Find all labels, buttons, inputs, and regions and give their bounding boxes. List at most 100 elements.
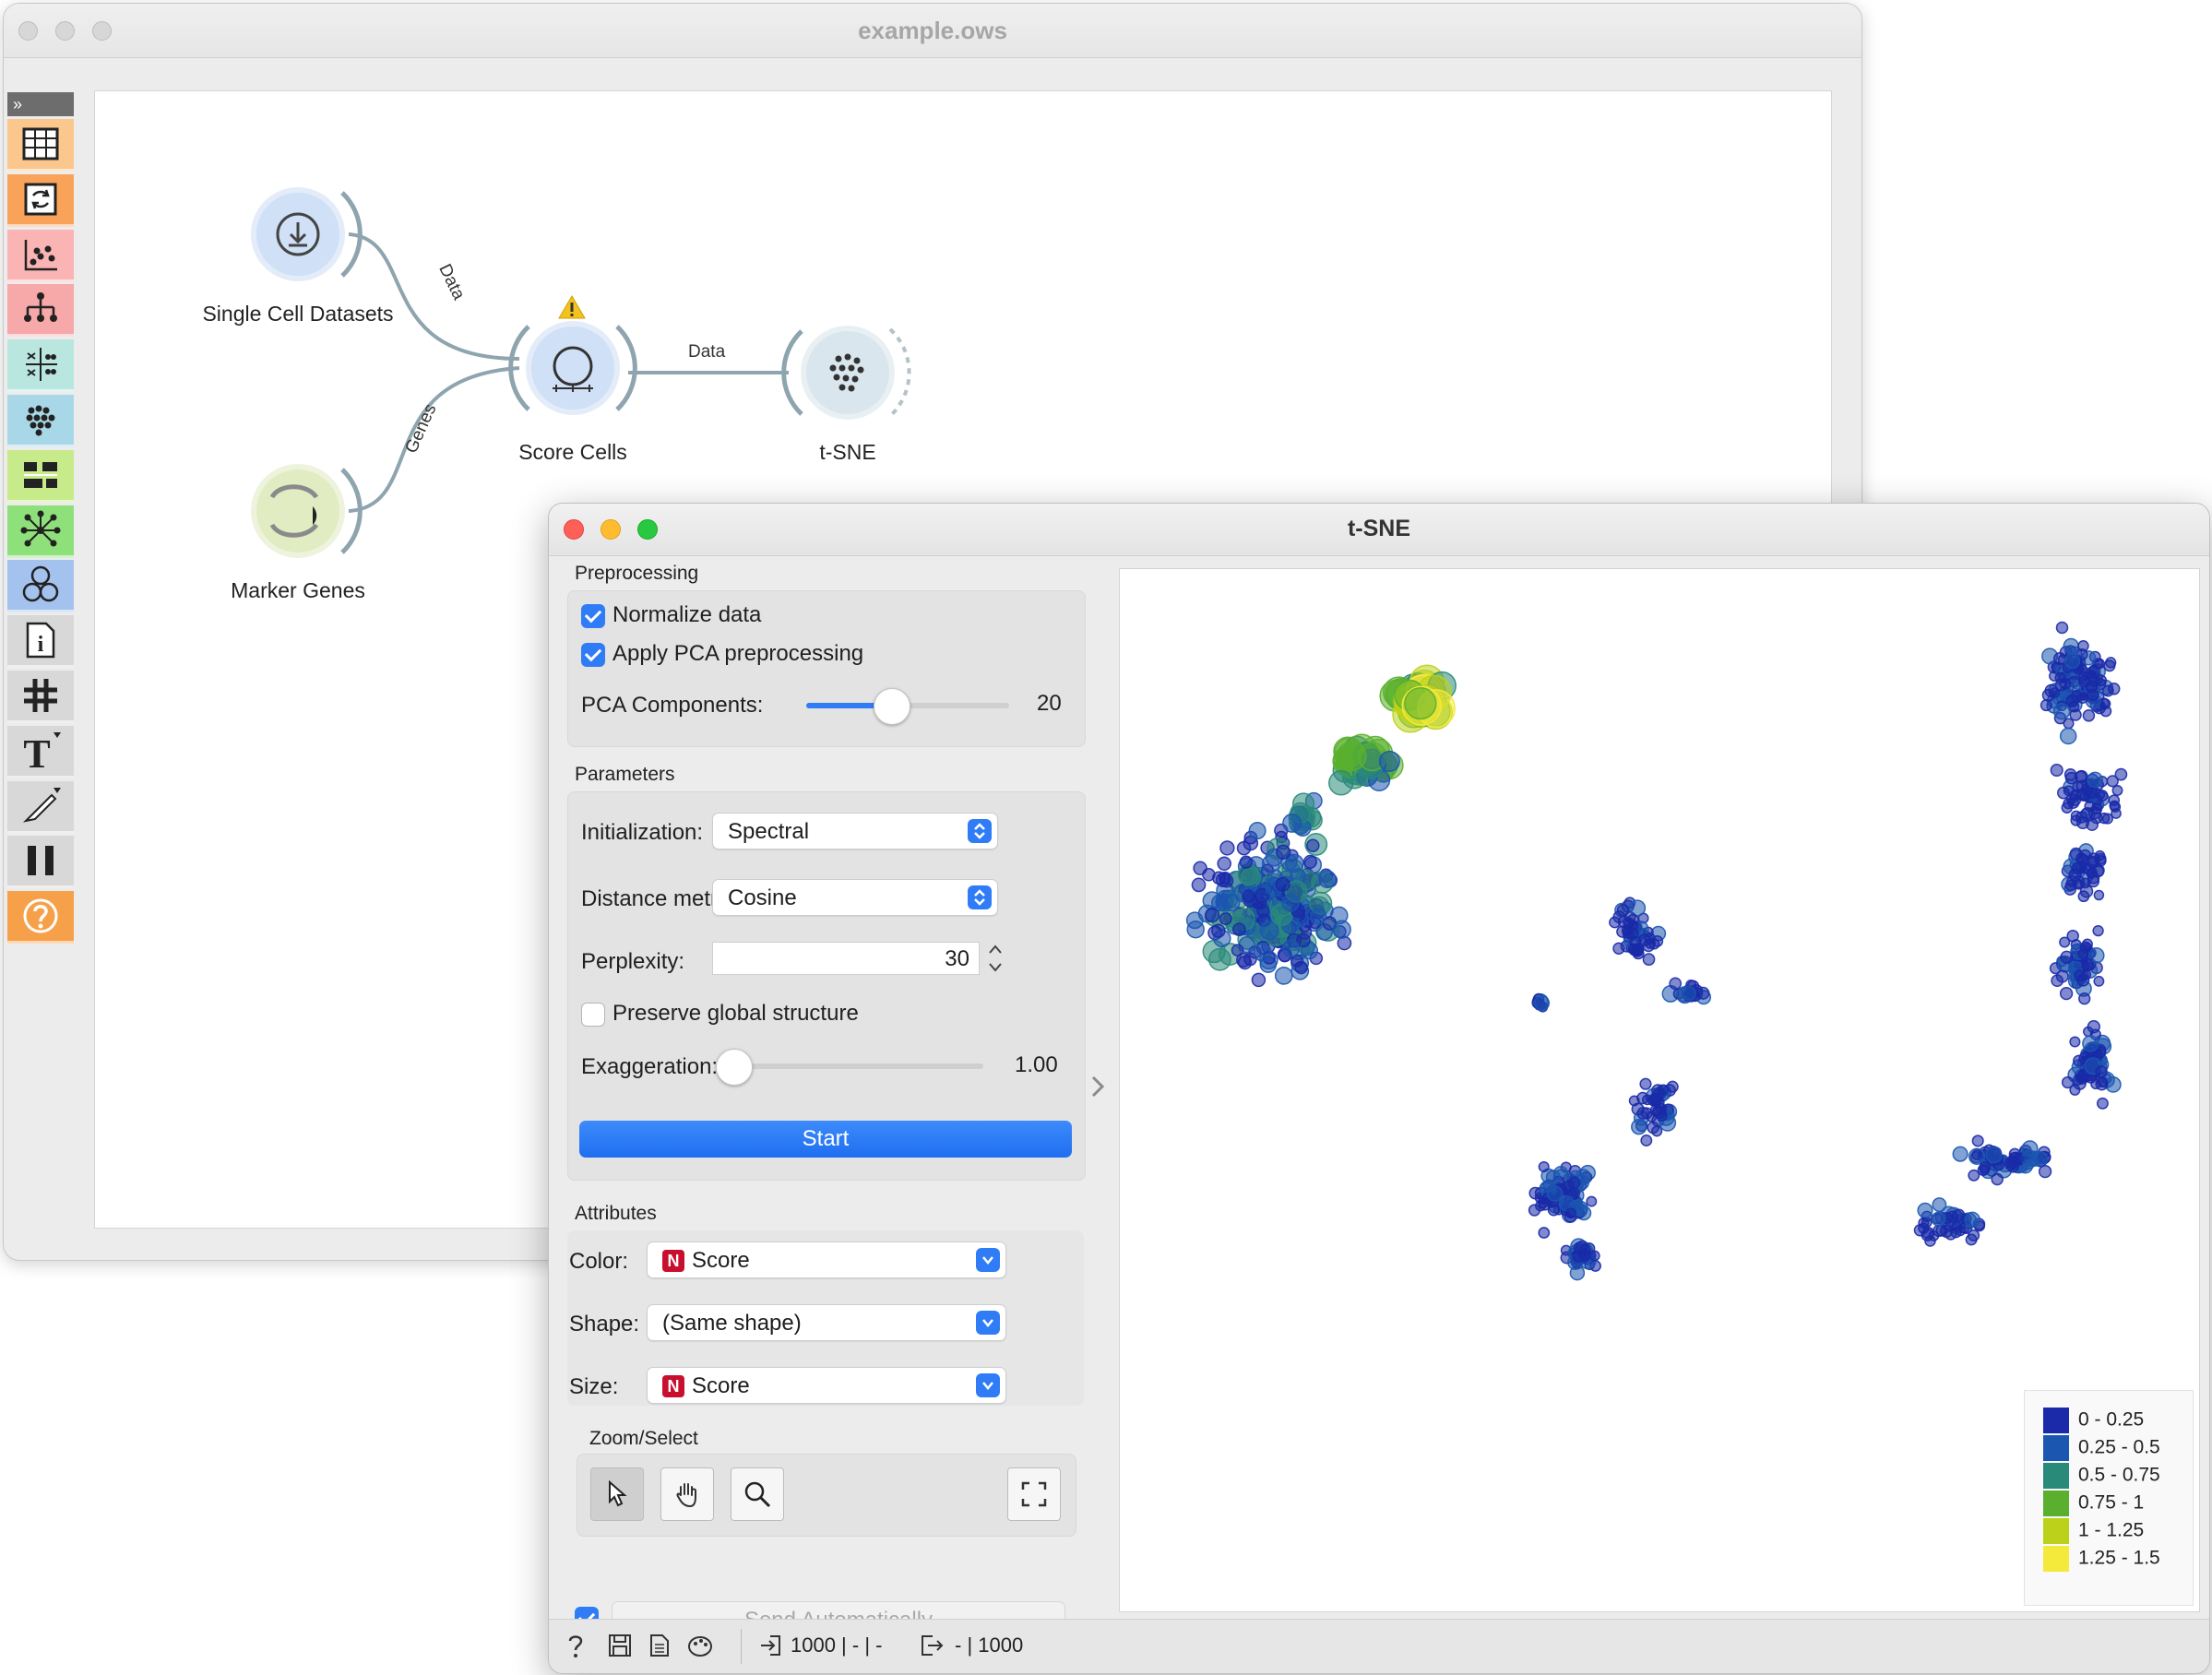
data-point [2079, 849, 2092, 861]
zoom-tool-button[interactable] [731, 1467, 784, 1521]
zoom-select-title: Zoom/Select [589, 1428, 698, 1449]
link-genes[interactable] [348, 366, 520, 513]
toolbox-text-button[interactable]: T [7, 725, 74, 778]
data-point [1639, 1077, 1652, 1090]
status-bar: 1000 | - | - - | 1000 [549, 1619, 2209, 1673]
data-point [1971, 1134, 1984, 1147]
toolbox-grid-button[interactable] [7, 671, 74, 723]
chevron-down-icon [976, 1373, 1000, 1397]
perplexity-stepper[interactable] [985, 940, 1005, 977]
data-point [1921, 1228, 1934, 1241]
collapse-panel-button[interactable] [1088, 1070, 1110, 1103]
data-point [2087, 1020, 2100, 1034]
data-point [2076, 788, 2090, 802]
toolbox-transform-button[interactable] [7, 173, 74, 227]
data-point [1281, 893, 1300, 912]
close-button[interactable] [18, 21, 38, 41]
node-single-cell-datasets[interactable] [251, 187, 363, 281]
pause-icon [28, 846, 54, 876]
minimize-button[interactable] [601, 519, 621, 540]
toolbox-unsupervised-button[interactable] [7, 395, 74, 447]
toolbox-model-button[interactable] [7, 284, 74, 338]
data-point [2060, 950, 2074, 964]
perplexity-spinbox[interactable]: 30 [712, 942, 980, 975]
exaggeration-slider[interactable] [716, 1049, 983, 1086]
data-point [1991, 1172, 2004, 1186]
data-point [1276, 844, 1291, 860]
data-point [1628, 899, 1647, 917]
data-point [1681, 985, 1696, 1001]
node-marker-genes[interactable] [251, 464, 363, 558]
node-tsne[interactable] [781, 326, 911, 420]
data-point [2088, 676, 2100, 687]
legend-swatch [2043, 1408, 2069, 1433]
apply-pca-checkbox[interactable] [581, 643, 605, 667]
node-score-cells[interactable] [508, 321, 637, 415]
data-point [2050, 763, 2063, 778]
shape-combo[interactable]: (Same shape) [647, 1304, 1006, 1341]
toolbox-single-cell-button[interactable] [7, 449, 74, 503]
data-point [1275, 876, 1290, 892]
legend-label: 0 - 0.25 [2078, 1408, 2145, 1431]
close-button[interactable] [564, 519, 584, 540]
zoom-button[interactable] [92, 21, 112, 41]
data-point [1655, 1102, 1668, 1115]
normalize-checkbox[interactable] [581, 604, 605, 628]
data-point [2067, 797, 2080, 809]
data-point [2020, 1149, 2039, 1168]
initialization-combo[interactable]: Spectral [712, 813, 998, 849]
perplexity-label: Perplexity: [581, 949, 685, 974]
data-point [1378, 750, 1400, 772]
evaluate-icon [26, 348, 57, 382]
data-point [2078, 992, 2091, 1005]
toolbox-data-table-button[interactable] [7, 119, 74, 172]
toolbox-bioinformatics-button[interactable] [7, 560, 74, 613]
svg-text:T: T [23, 731, 50, 773]
data-point [1577, 1248, 1590, 1261]
toolbox-visualize-button[interactable] [7, 229, 74, 282]
data-point [2101, 813, 2113, 825]
distance-metric-value: Cosine [728, 885, 797, 910]
pca-components-slider[interactable] [806, 688, 1009, 725]
pca-slider-knob[interactable] [873, 688, 910, 725]
data-point [2093, 889, 2105, 901]
data-point [1318, 870, 1337, 888]
exaggeration-slider-knob[interactable] [716, 1049, 753, 1086]
save-icon[interactable] [608, 1633, 632, 1657]
data-point [1282, 813, 1302, 833]
toolbox-pause-button[interactable] [7, 836, 74, 889]
link-data-1[interactable] [348, 232, 520, 361]
pan-tool-button[interactable] [660, 1467, 714, 1521]
toolbox-info-button[interactable]: i [7, 615, 74, 669]
updown-chevron-icon [968, 819, 992, 843]
toolbox-expand-button[interactable]: » [7, 92, 74, 116]
data-point [1637, 933, 1651, 947]
data-point [1259, 921, 1279, 941]
palette-icon[interactable] [687, 1633, 715, 1657]
help-icon[interactable] [565, 1633, 586, 1660]
data-point [2086, 856, 2099, 869]
reset-zoom-button[interactable] [1007, 1467, 1061, 1521]
data-point [1533, 994, 1551, 1012]
distance-metric-combo[interactable]: Cosine [712, 879, 998, 916]
toolbox-help-button[interactable] [7, 891, 74, 944]
zoom-button[interactable] [637, 519, 658, 540]
minimize-button[interactable] [55, 21, 75, 41]
data-point [2038, 1164, 2052, 1179]
data-point [1931, 1211, 1946, 1227]
start-button[interactable]: Start [579, 1121, 1072, 1158]
toolbox-evaluate-button[interactable] [7, 339, 74, 393]
toolbox-annotation-button[interactable] [7, 780, 74, 834]
preserve-global-checkbox[interactable] [581, 1003, 605, 1027]
data-point [2059, 986, 2074, 1001]
toolbox-network-button[interactable] [7, 505, 74, 558]
preserve-global-label: Preserve global structure [612, 1001, 859, 1026]
data-point [2075, 1072, 2087, 1084]
select-tool-button[interactable] [590, 1467, 644, 1521]
report-icon[interactable] [648, 1633, 671, 1657]
data-point [2082, 709, 2096, 722]
shape-value: (Same shape) [662, 1311, 802, 1336]
